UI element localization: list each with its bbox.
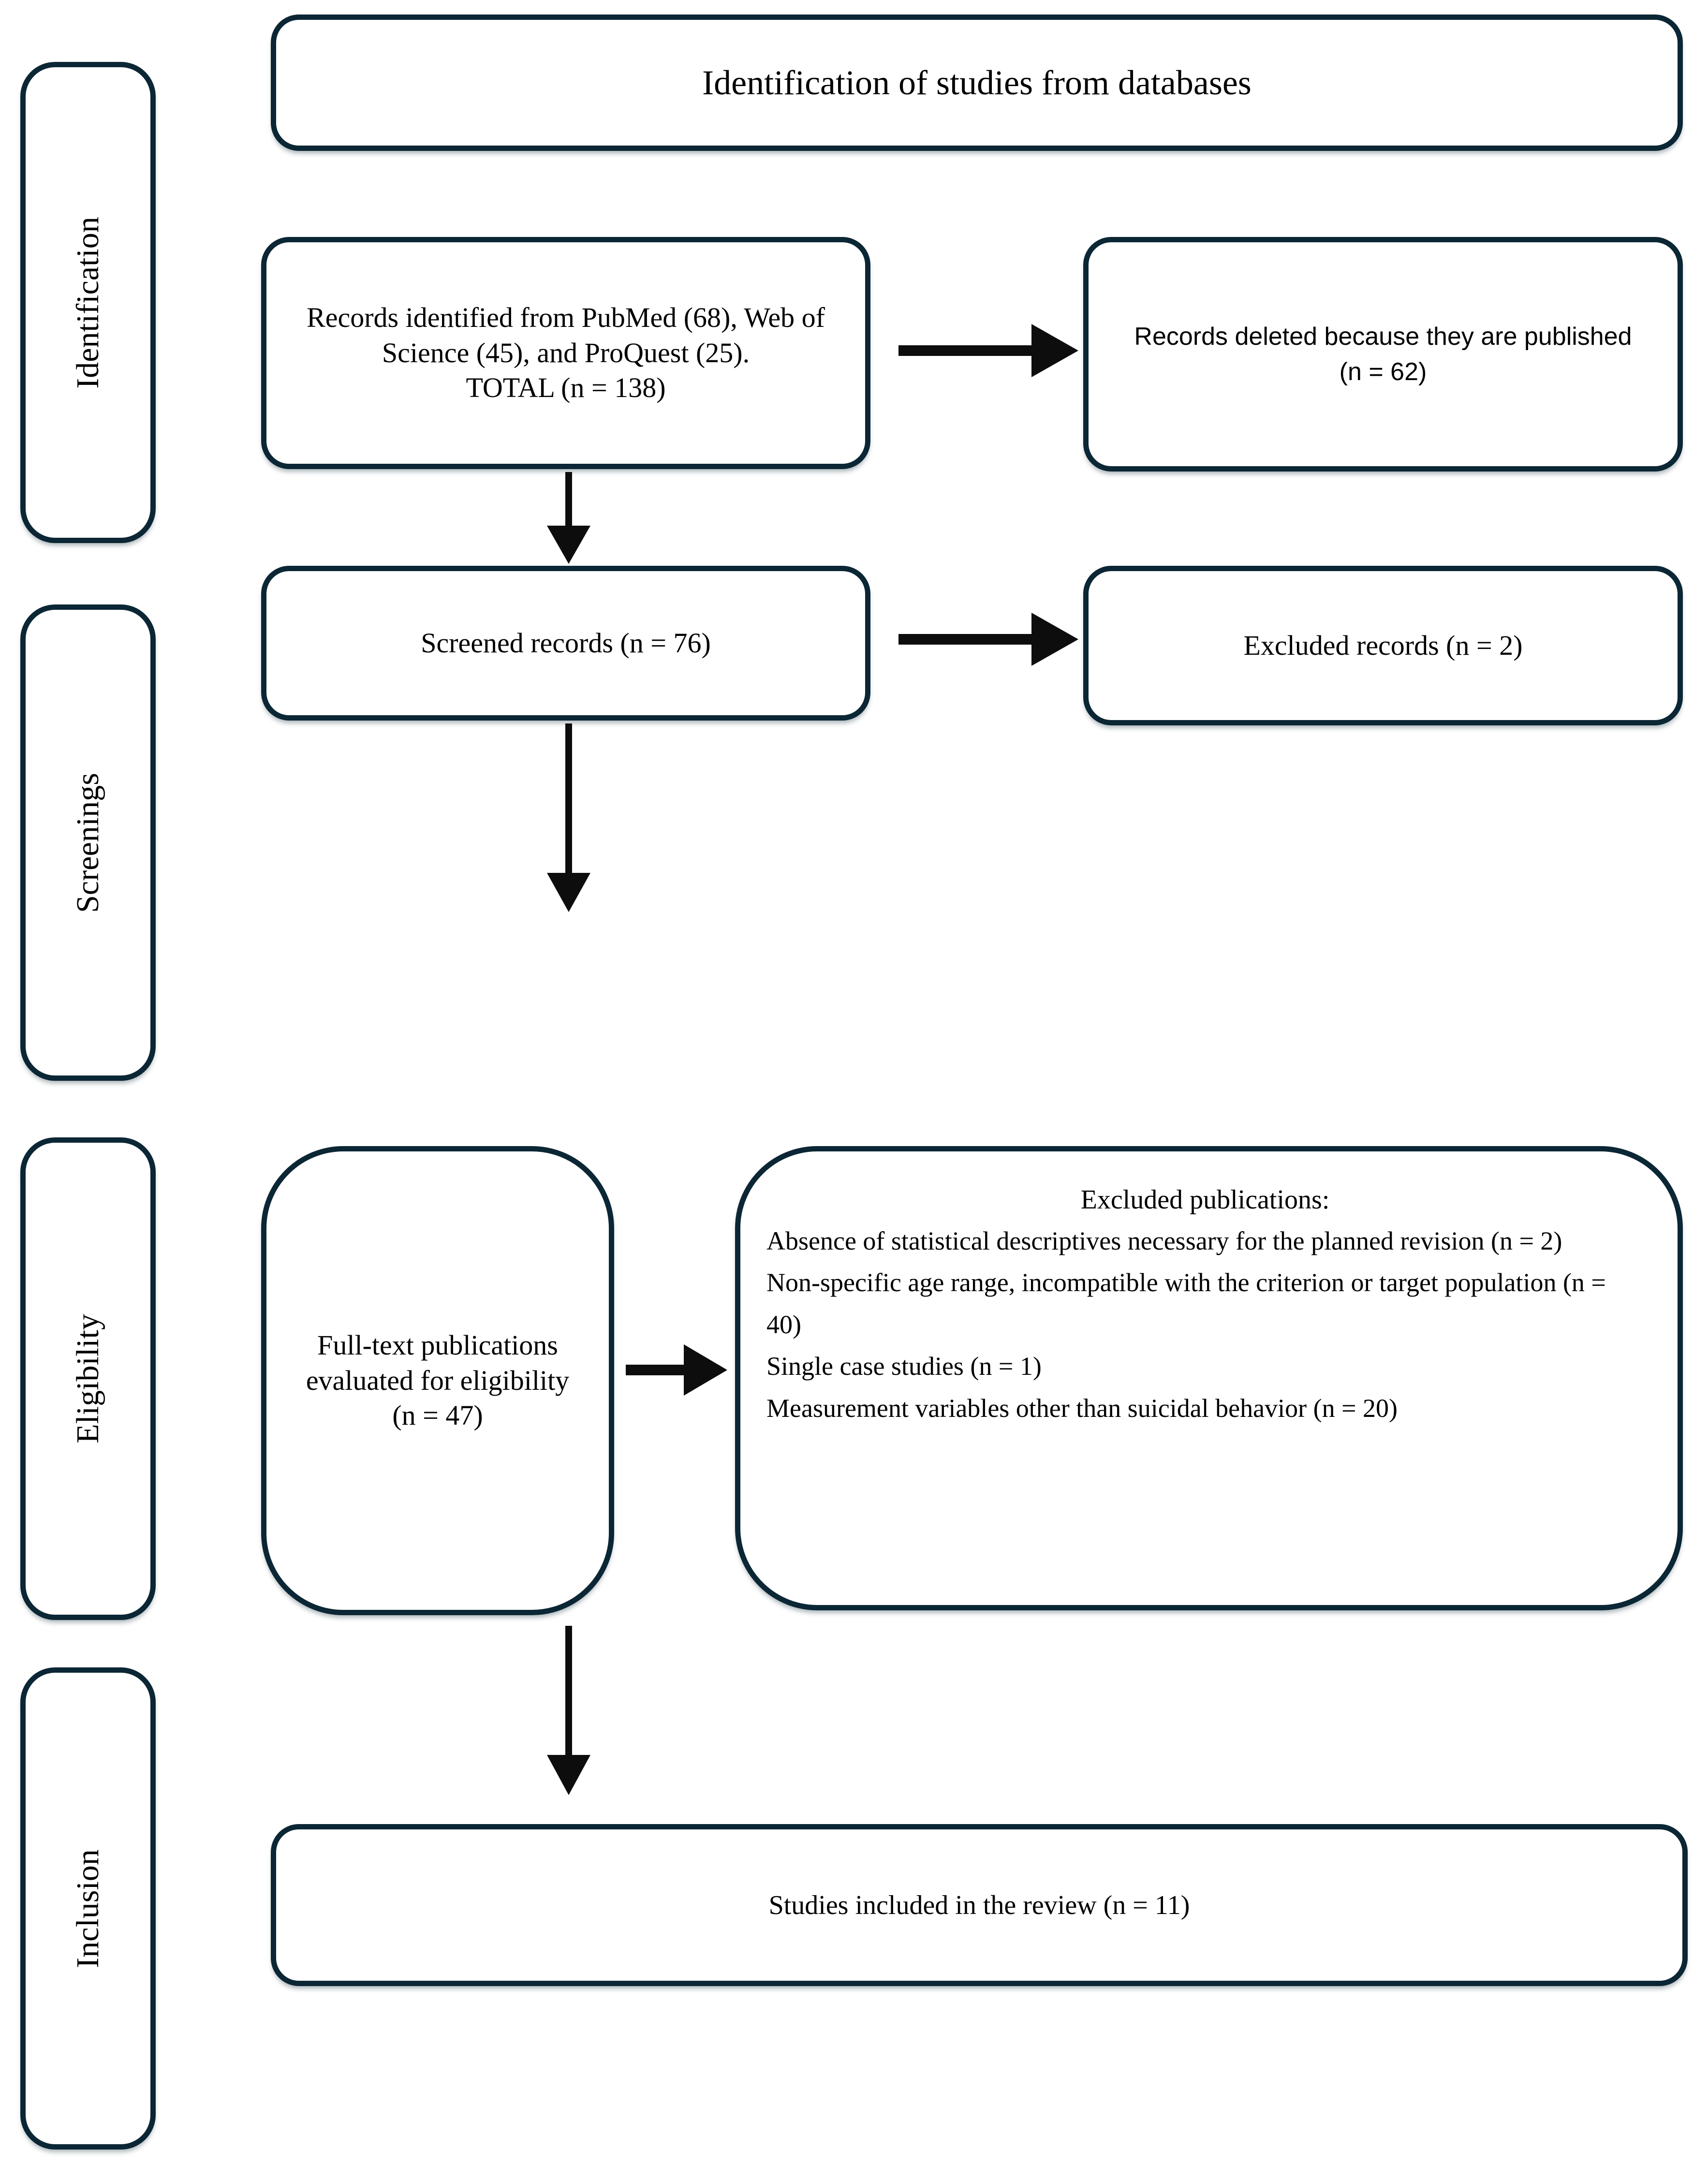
- exclusion-reason: Measurement variables other than suicida…: [766, 1393, 1398, 1423]
- arrow-right-identified-to-deleted: [898, 324, 1078, 377]
- records-deleted-box: Records deleted because they are publish…: [1083, 237, 1683, 471]
- excluded-publications-heading: Excluded publications:: [1080, 1185, 1330, 1215]
- records-identified-total: TOTAL (n = 138): [466, 372, 666, 404]
- exclusion-reason: Absence of statistical descriptives nece…: [766, 1226, 1562, 1255]
- diagram-title: Identification of studies from databases: [702, 63, 1252, 102]
- arrow-down-fulltext-to-included: [547, 1626, 590, 1795]
- stage-box-screenings: Screenings: [20, 604, 156, 1081]
- exclusion-reason: Non-specific age range, incompatible wit…: [766, 1268, 1606, 1339]
- excluded-records-text: Excluded records (n = 2): [1243, 629, 1523, 661]
- arrow-right-screened-to-excluded: [898, 613, 1078, 666]
- studies-included-text: Studies included in the review (n = 11): [768, 1890, 1190, 1920]
- stage-label-screenings: Screenings: [70, 772, 105, 913]
- fulltext-evaluated-box: Full-text publications evaluated for eli…: [261, 1146, 614, 1615]
- title-box: Identification of studies from databases: [271, 15, 1683, 151]
- studies-included-box: Studies included in the review (n = 11): [271, 1824, 1688, 1986]
- stage-box-identification: Identification: [20, 62, 156, 543]
- excluded-publications-box: Excluded publications: Absence of statis…: [735, 1146, 1683, 1610]
- stage-label-inclusion: Inclusion: [70, 1849, 105, 1968]
- stage-box-eligibility: Eligibility: [20, 1137, 156, 1620]
- excluded-records-box: Excluded records (n = 2): [1083, 566, 1683, 725]
- stage-label-eligibility: Eligibility: [70, 1314, 105, 1443]
- excluded-publications-list: Absence of statistical descriptives nece…: [766, 1220, 1644, 1429]
- arrow-down-screened-to-fulltext: [547, 723, 590, 912]
- fulltext-evaluated-text: Full-text publications evaluated for eli…: [306, 1329, 570, 1431]
- screened-records-box: Screened records (n = 76): [261, 566, 870, 721]
- screened-records-text: Screened records (n = 76): [421, 627, 711, 659]
- records-deleted-text: Records deleted because they are publish…: [1134, 322, 1632, 386]
- exclusion-reason: Single case studies (n = 1): [766, 1352, 1042, 1381]
- arrow-down-identified-to-screened: [547, 472, 590, 564]
- stage-label-identification: Identification: [70, 216, 105, 389]
- records-identified-text: Records identified from PubMed (68), Web…: [307, 302, 825, 368]
- records-identified-box: Records identified from PubMed (68), Web…: [261, 237, 870, 469]
- stage-box-inclusion: Inclusion: [20, 1667, 156, 2150]
- arrow-right-fulltext-to-excluded-publications: [626, 1344, 727, 1396]
